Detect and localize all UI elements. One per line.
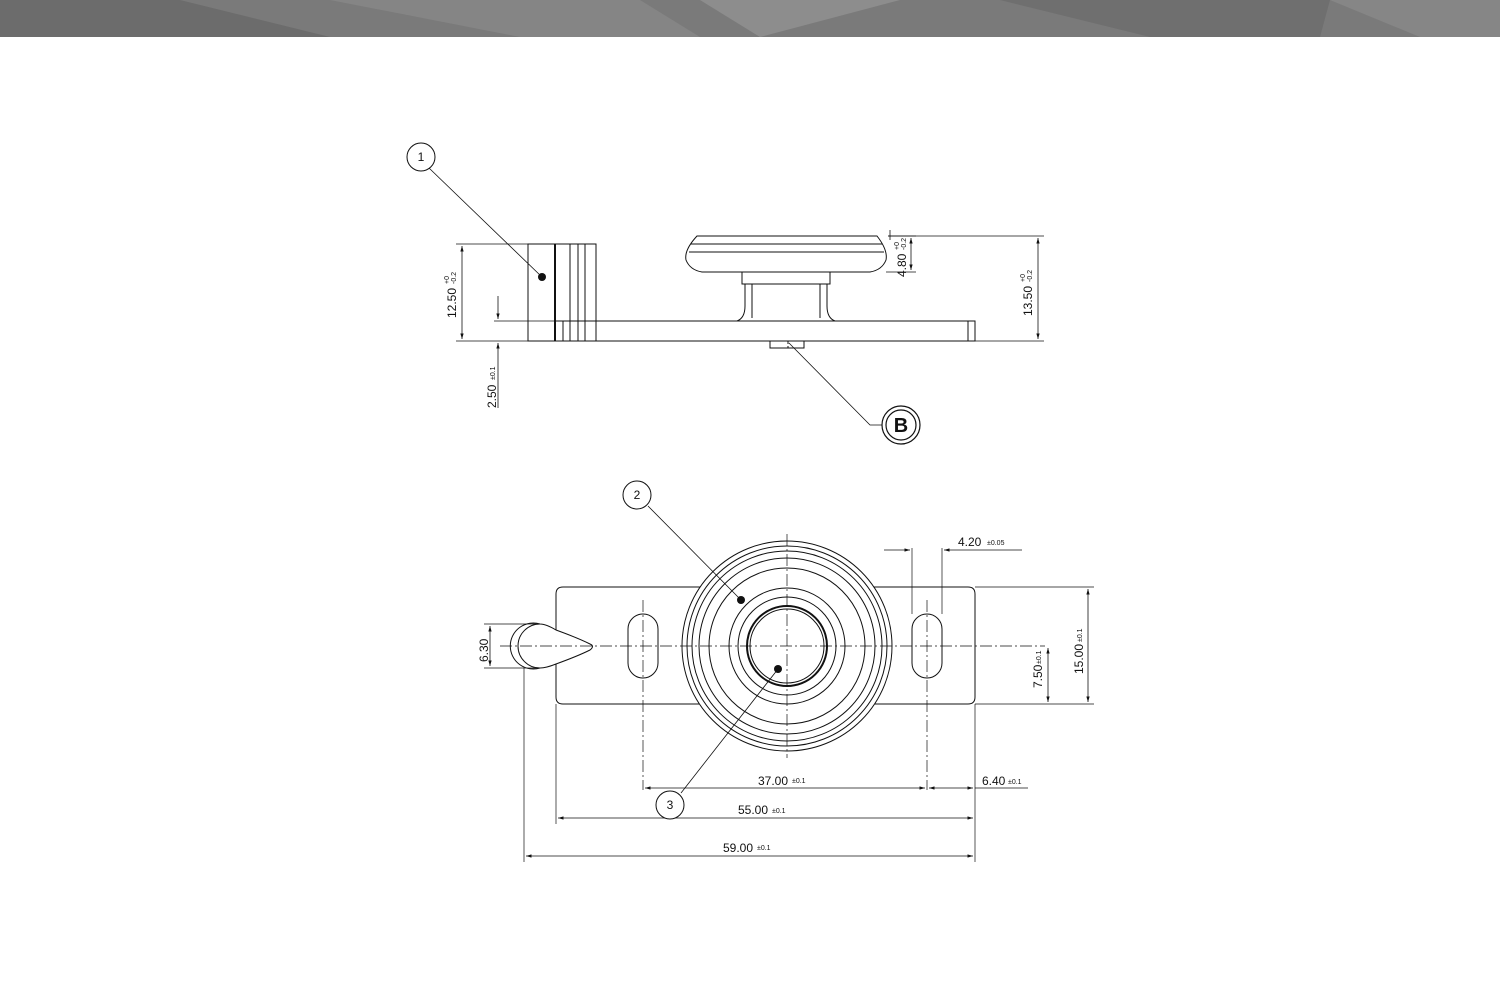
dim-37-00: 37.00 ±0.1 (758, 774, 806, 788)
svg-text:4.20: 4.20 (958, 535, 982, 549)
dim-59-00: 59.00 ±0.1 (723, 841, 771, 855)
svg-text:±0.1: ±0.1 (1008, 779, 1022, 786)
svg-text:2.50: 2.50 (485, 384, 499, 408)
banner-pattern (0, 0, 1500, 37)
dim-7-50: 7.50 ±0.1 (1031, 650, 1045, 688)
dim-4-80: 4.80 +0 -0.2 (894, 238, 909, 277)
svg-text:37.00: 37.00 (758, 774, 788, 788)
svg-text:6.40: 6.40 (982, 774, 1006, 788)
svg-text:±0.1: ±0.1 (490, 366, 497, 380)
svg-text:1: 1 (418, 150, 425, 164)
svg-text:59.00: 59.00 (723, 841, 753, 855)
svg-text:-0.2: -0.2 (1027, 270, 1034, 282)
callout-2: 2 (622, 480, 652, 510)
svg-text:+0: +0 (894, 242, 901, 250)
svg-text:7.50: 7.50 (1031, 664, 1045, 688)
svg-text:12.50: 12.50 (445, 288, 459, 318)
svg-text:2: 2 (634, 488, 641, 502)
side-plate (554, 320, 976, 342)
dim-2-50: 2.50 ±0.1 (485, 366, 499, 408)
side-cap (685, 235, 887, 273)
side-stub (769, 340, 805, 349)
svg-text:±0.1: ±0.1 (772, 808, 786, 815)
side-neck (741, 271, 831, 285)
dim-6-40: 6.40 ±0.1 (982, 774, 1022, 788)
callout-3: 3 (655, 790, 685, 820)
dim-15-00: 15.00 ±0.1 (1072, 628, 1086, 674)
dim-4-20: 4.20 ±0.05 (958, 535, 1005, 549)
center-lines (500, 534, 1045, 790)
svg-text:±0.1: ±0.1 (792, 778, 806, 785)
svg-text:±0.1: ±0.1 (1036, 650, 1043, 664)
svg-text:15.00: 15.00 (1072, 644, 1086, 674)
svg-text:+0: +0 (1020, 274, 1027, 282)
side-view (428, 167, 1044, 426)
svg-text:3: 3 (667, 798, 674, 812)
side-post (527, 243, 597, 342)
svg-text:-0.2: -0.2 (901, 238, 908, 250)
svg-text:B: B (894, 415, 908, 437)
svg-text:55.00: 55.00 (738, 803, 768, 817)
callout-1-leader (428, 167, 543, 278)
svg-text:4.80: 4.80 (895, 253, 909, 277)
dim-13-50: 13.50 +0 -0.2 (1020, 270, 1035, 316)
svg-text:±0.05: ±0.05 (987, 540, 1005, 547)
svg-text:+0: +0 (444, 276, 451, 284)
top-view (484, 505, 1094, 862)
svg-text:13.50: 13.50 (1021, 286, 1035, 316)
svg-text:±0.1: ±0.1 (1077, 628, 1084, 642)
callout-b-leader (788, 342, 883, 426)
svg-text:6.30: 6.30 (477, 638, 491, 662)
svg-text:-0.2: -0.2 (451, 272, 458, 284)
callout-b: B (881, 405, 921, 445)
callout-3-leader (680, 668, 779, 794)
dim-6-30: 6.30 (477, 638, 491, 662)
svg-text:±0.1: ±0.1 (757, 845, 771, 852)
callout-1: 1 (406, 142, 436, 172)
callout-2-leader (647, 505, 742, 601)
top-banner (0, 0, 1500, 37)
dim-55-00: 55.00 ±0.1 (738, 803, 786, 817)
dim-12-50: 12.50 +0 -0.2 (444, 272, 459, 318)
